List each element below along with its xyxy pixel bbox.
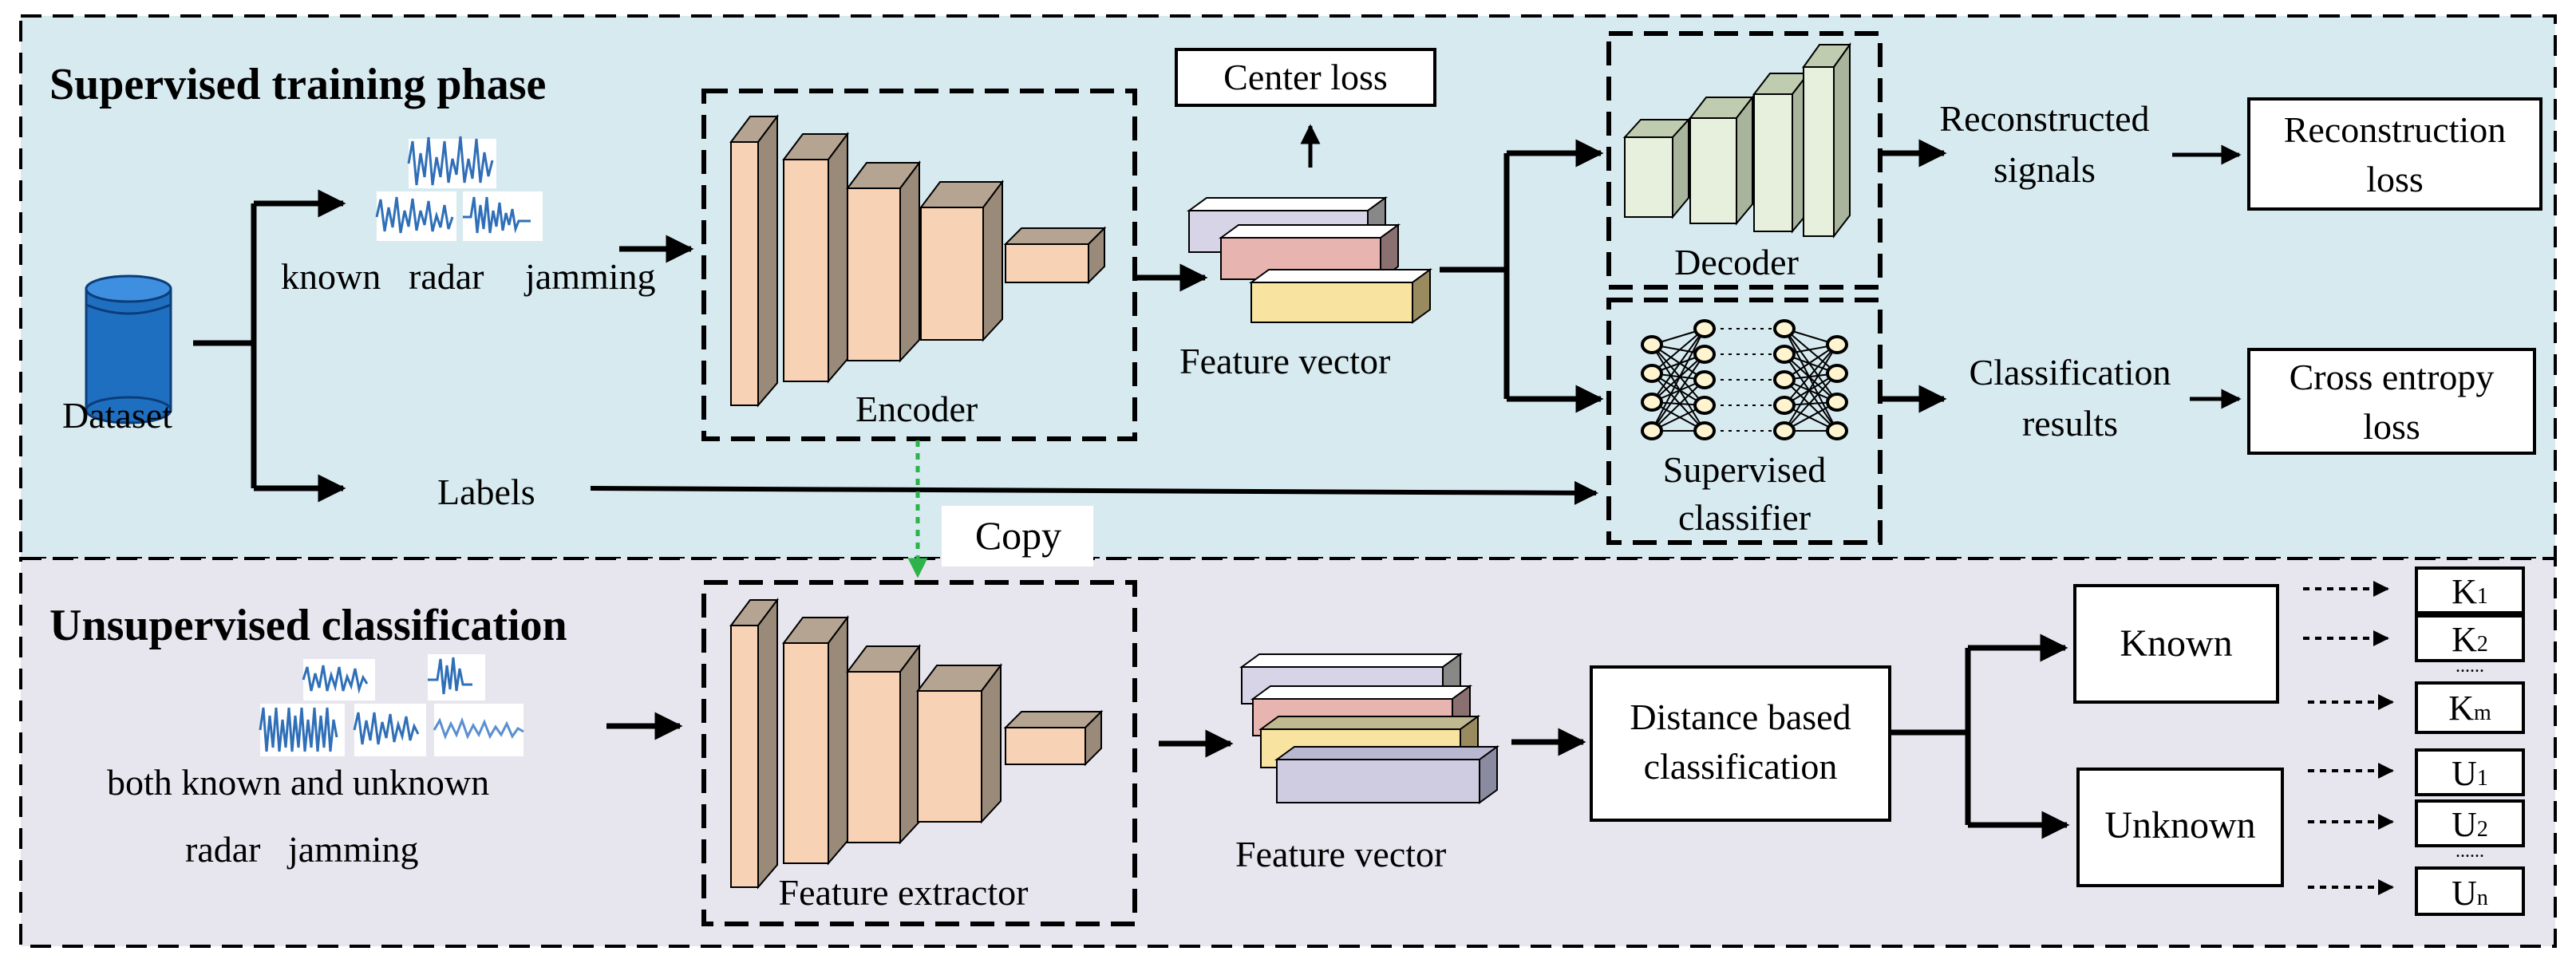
center-loss-label: Center loss <box>1223 57 1388 97</box>
encoder-block-3 <box>846 160 921 363</box>
known-ellipsis: ...... <box>2455 656 2484 677</box>
known-label-jamming: jamming <box>523 256 656 297</box>
distance-split-lines <box>1891 633 2070 839</box>
cross-entropy-box <box>2247 348 2536 455</box>
input-label-line2: radar jamming <box>185 829 419 870</box>
decoder-label: Decoder <box>1674 242 1799 282</box>
top-title: Supervised training phase <box>49 60 546 109</box>
extractor-block-1 <box>729 598 779 890</box>
known-class-arrows <box>2303 581 2394 710</box>
feature-vector-top <box>1186 196 1433 324</box>
feature-split-lines <box>1440 139 1604 413</box>
extractor-block-2 <box>782 615 849 866</box>
bottom-title: Unsupervised classification <box>49 601 567 650</box>
cross-entropy-line2: loss <box>2363 406 2420 447</box>
unknown-class-u2-box <box>2415 799 2525 847</box>
feature-vector-bottom-label: Feature vector <box>1235 834 1446 874</box>
extractor-block-5 <box>1003 709 1104 767</box>
classifier-label-line1: Supervised <box>1663 449 1826 490</box>
labels-text: Labels <box>437 472 535 512</box>
known-class-k2-box <box>2415 614 2525 662</box>
reconstruction-loss-line2: loss <box>2366 159 2424 199</box>
distance-classification-box <box>1590 665 1891 822</box>
extractor-block-4 <box>916 663 1002 824</box>
known-jamming-signals <box>375 136 543 241</box>
encoder-block-4 <box>919 180 1004 342</box>
feature-vector-top-label: Feature vector <box>1179 341 1390 381</box>
classifier-box <box>1606 298 1883 545</box>
cross-entropy-line1: Cross entropy <box>2290 357 2495 397</box>
mixed-jamming-signals <box>259 654 524 756</box>
unknown-class-un-box <box>2415 866 2525 916</box>
unknown-label: Unknown <box>2104 804 2255 847</box>
labels-to-classifier-arrow <box>590 480 1598 505</box>
reconstructed-line1: Reconstructed <box>1939 98 2149 139</box>
decoder-block-4 <box>1802 41 1851 239</box>
distance-classification-line1: Distance based <box>1630 697 1851 737</box>
known-class-km: Km <box>2448 689 2491 728</box>
dataset-label: Dataset <box>62 395 172 436</box>
feature-extractor-label: Feature extractor <box>779 872 1029 913</box>
known-class-k1-box <box>2415 566 2525 614</box>
unknown-class-arrows <box>2308 763 2394 895</box>
unknown-class-u2: U2 <box>2452 805 2488 844</box>
decoder-block-3 <box>1752 71 1811 234</box>
copy-label: Copy <box>975 513 1061 558</box>
encoder-box <box>701 89 1137 441</box>
encoder-block-5 <box>1003 226 1107 285</box>
classification-results-line2: results <box>2022 403 2118 444</box>
unknown-class-u1-box <box>2415 748 2525 796</box>
neural-network-icon <box>1641 319 1848 440</box>
known-label-radar: radar <box>409 256 484 297</box>
copy-label-bg <box>942 506 1093 566</box>
known-class-k1: K1 <box>2452 572 2488 611</box>
decoder-box <box>1606 31 1883 290</box>
unknown-box <box>2076 768 2284 887</box>
dataset-split-lines <box>193 189 346 503</box>
known-class-k2: K2 <box>2452 620 2488 659</box>
extractor-block-3 <box>846 644 921 845</box>
database-icon <box>85 274 172 424</box>
decoder-block-1 <box>1622 117 1691 219</box>
encoder-label: Encoder <box>855 389 978 429</box>
center-loss-box <box>1175 48 1436 107</box>
reconstruction-loss-box <box>2247 97 2542 211</box>
feature-extractor-box <box>701 580 1137 926</box>
encoder-block-2 <box>782 132 849 384</box>
unknown-ellipsis: ...... <box>2455 841 2484 862</box>
reconstructed-line2: signals <box>1993 149 2096 190</box>
distance-classification-line2: classification <box>1644 746 1838 787</box>
unknown-class-un: Un <box>2452 874 2488 913</box>
unknown-class-u1: U1 <box>2452 754 2488 793</box>
input-label-line1: both known and unknown <box>107 762 489 803</box>
known-box <box>2073 584 2279 704</box>
decoder-block-2 <box>1688 95 1755 226</box>
classification-results-line1: Classification <box>1970 352 2171 393</box>
encoder-block-1 <box>729 114 779 408</box>
known-label-known: known <box>281 256 381 297</box>
known-class-km-box <box>2415 681 2525 734</box>
known-label: Known <box>2120 622 2232 665</box>
feature-vector-bottom <box>1239 653 1500 804</box>
classifier-label-line2: classifier <box>1678 497 1811 538</box>
reconstruction-loss-line1: Reconstruction <box>2284 109 2507 150</box>
